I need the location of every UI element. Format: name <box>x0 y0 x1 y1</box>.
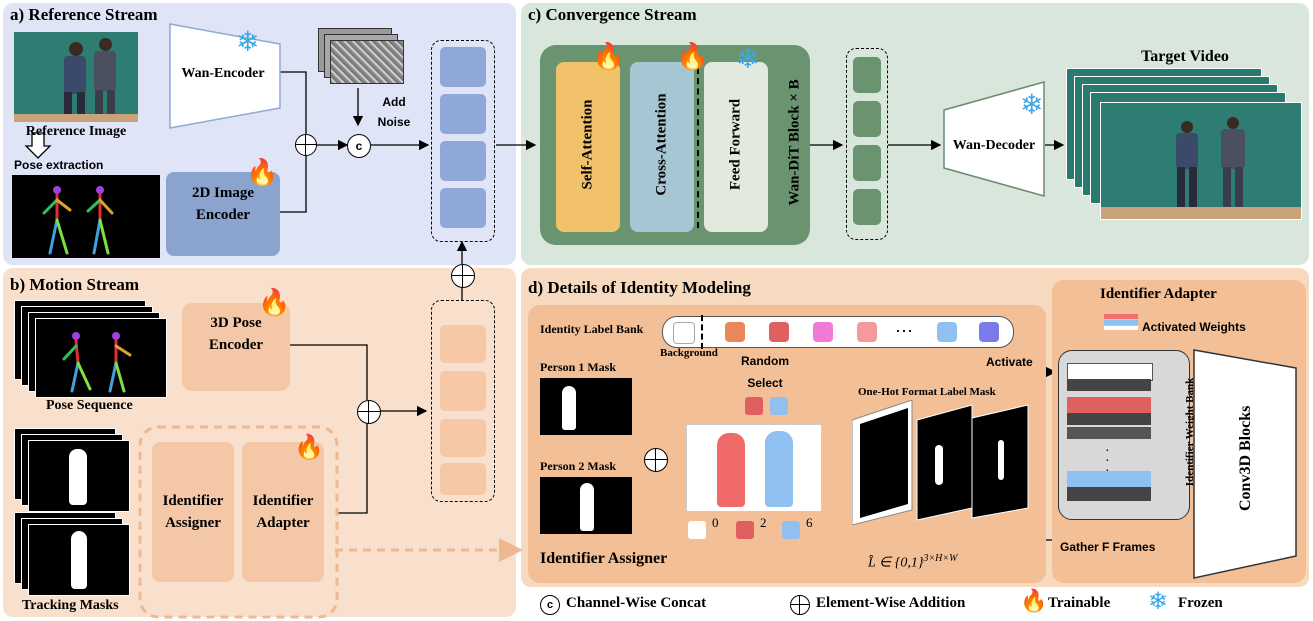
reference-token-column <box>431 40 495 242</box>
legend-concat-icon: c <box>540 595 560 615</box>
snowflake-icon: ❄ <box>1020 90 1044 121</box>
background-label: Background <box>660 347 718 359</box>
selected-label-red <box>745 397 763 415</box>
legend-swatch-2 <box>736 521 754 539</box>
cross-attention-label: Cross-Attention <box>653 93 670 196</box>
legend-snowflake-icon: ❄ <box>1148 589 1169 615</box>
noise-stack <box>318 28 408 92</box>
motion-token-column <box>431 300 495 502</box>
pose-encoder-block <box>182 303 290 391</box>
legend-flame-icon: 🔥 <box>1020 588 1048 613</box>
add-noise-label: Add Noise <box>377 95 411 129</box>
feed-forward-label: Feed Forward <box>727 98 744 191</box>
extracted-pose-image <box>12 175 160 258</box>
image-encoder-label: 2D Image Encoder <box>191 185 255 223</box>
onehot-formula: L̂ ∈ {0,1}3×H×W <box>868 553 958 572</box>
image-encoder-block <box>166 172 280 256</box>
reference-image <box>14 32 138 122</box>
legend-add-icon <box>790 595 810 615</box>
pose-encoder-label: 3D Pose Encoder <box>208 315 264 353</box>
flame-icon: 🔥 <box>258 288 291 317</box>
element-wise-addition-icon <box>644 448 668 472</box>
block-divider <box>697 68 699 228</box>
formula-sup: 3×H×W <box>923 553 958 564</box>
identifier-assigner-label: Identifier Assigner <box>162 493 224 531</box>
activated-weights-icon <box>1104 314 1138 330</box>
legend-trainable-label: Trainable <box>1048 595 1111 611</box>
pose-extraction-label: Pose extraction <box>14 158 104 172</box>
identifier-weight-bank: ··· <box>1058 350 1190 520</box>
identifier-adapter-block <box>242 442 324 582</box>
flame-icon: 🔥 <box>294 435 324 461</box>
wan-dit-block-label: Wan-DiT Block × B <box>786 79 803 206</box>
cross-attention-block <box>630 62 694 232</box>
selected-label-blue <box>770 397 788 415</box>
legend-swatch-6 <box>782 521 800 539</box>
legend-swatch-0 <box>688 521 706 539</box>
channel-concat-icon: c <box>347 134 371 158</box>
onehot-mask-stack <box>852 400 1029 525</box>
tracking-masks-label: Tracking Masks <box>22 598 119 613</box>
legend-concat-label: Channel-Wise Concat <box>566 595 707 611</box>
tracking-masks-stack <box>14 428 144 598</box>
gather-frames-label: Gather F Frames <box>1060 540 1156 554</box>
legend-id-6: 6 <box>806 515 813 530</box>
target-video-label: Target Video <box>1141 48 1229 65</box>
snowflake-icon: ❄ <box>736 44 760 75</box>
random-select-label: Random Select <box>741 354 789 390</box>
self-attention-label: Self-Attention <box>579 99 596 190</box>
identifier-assigner-title: Identifier Assigner <box>540 550 668 567</box>
conv3d-label: Conv3D Blocks <box>1237 405 1254 511</box>
label-bank-title: Identity Label Bank <box>540 322 644 336</box>
feed-forward-block <box>704 62 768 232</box>
legend-id-0: 0 <box>712 515 719 530</box>
identifier-adapter-label: Identifier Adapter <box>252 493 314 531</box>
activated-weights-label: Activated Weights <box>1142 320 1246 334</box>
convergence-token-column <box>846 48 888 240</box>
snowflake-icon: ❄ <box>236 27 260 58</box>
pose-sequence-stack <box>14 300 167 400</box>
legend-frozen-label: Frozen <box>1178 595 1223 611</box>
identity-label-bank: ⋯ <box>662 315 1014 349</box>
wan-decoder-block <box>943 81 1045 197</box>
pose-sequence-label: Pose Sequence <box>46 398 133 413</box>
element-wise-addition-icon <box>451 264 475 288</box>
combined-label-mask <box>686 424 822 512</box>
panel-title-motion: b) Motion Stream <box>10 275 140 294</box>
reference-image-label: Reference Image <box>25 124 127 139</box>
person1-mask-label: Person 1 Mask <box>540 360 616 374</box>
flame-icon: 🔥 <box>676 42 709 71</box>
element-wise-addition-icon <box>357 400 381 424</box>
wan-decoder-label: Wan-Decoder <box>952 138 1036 153</box>
element-wise-addition-icon <box>295 134 317 156</box>
panel-title-identity: d) Details of Identity Modeling <box>528 278 751 297</box>
identifier-assigner-block <box>152 442 234 582</box>
legend-add-label: Element-Wise Addition <box>816 595 966 611</box>
formula-text: L̂ ∈ {0,1} <box>868 555 924 571</box>
conv3d-block <box>1193 349 1297 579</box>
identifier-adapter-title: Identifier Adapter <box>1100 286 1217 302</box>
self-attention-block <box>556 62 620 232</box>
wan-encoder-block <box>169 23 281 129</box>
flame-icon: 🔥 <box>246 158 279 187</box>
panel-title-convergence: c) Convergence Stream <box>528 5 697 24</box>
person2-mask <box>540 477 632 534</box>
legend-id-2: 2 <box>760 515 767 530</box>
person1-mask <box>540 378 632 435</box>
onehot-label: One-Hot Format Label Mask <box>858 386 996 398</box>
target-video-frames <box>1066 68 1306 220</box>
wan-encoder-label: Wan-Encoder <box>181 66 265 81</box>
panel-title-reference: a) Reference Stream <box>10 5 158 24</box>
person2-mask-label: Person 2 Mask <box>540 459 616 473</box>
flame-icon: 🔥 <box>592 42 625 71</box>
activate-label: Activate <box>986 355 1033 369</box>
